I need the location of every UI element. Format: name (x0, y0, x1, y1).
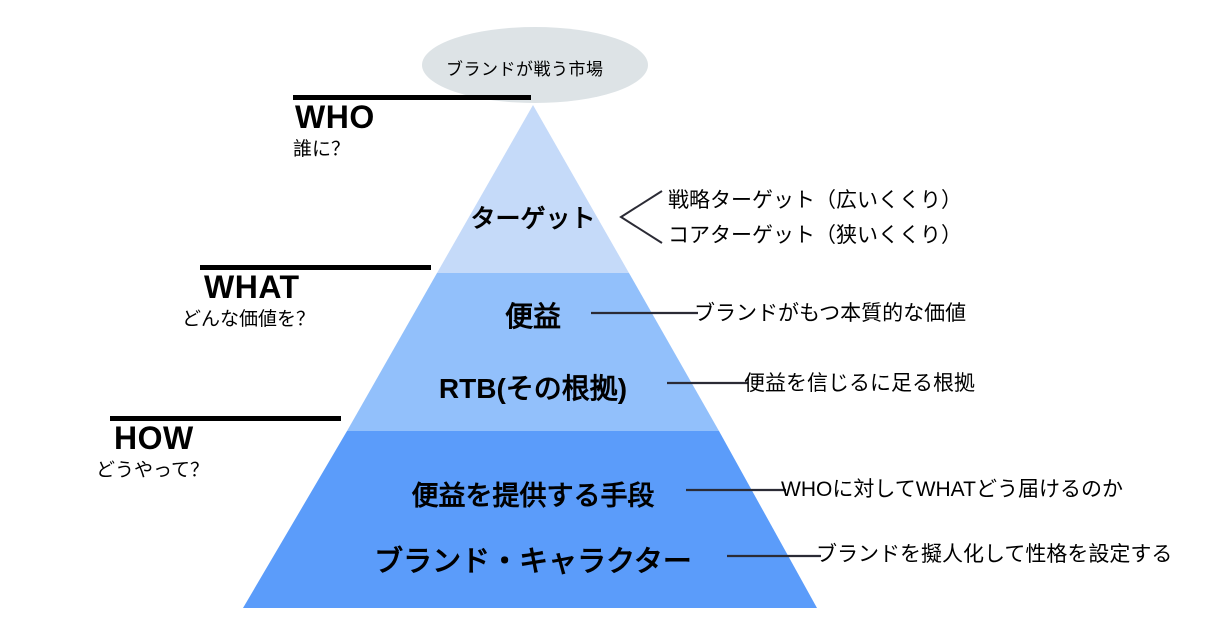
band-label-target: ターゲット (470, 205, 596, 233)
market-ellipse-label: ブランドが戦う市場 (446, 60, 604, 79)
who-label: WHO (295, 99, 375, 135)
what-label: WHAT (204, 269, 300, 305)
band-label-rtb: RTB(その根拠) (438, 373, 628, 404)
note-benefit: ブランドがもつ本質的な価値 (694, 302, 967, 325)
note-means: WHOに対してWHATどう届けるのか (781, 478, 1123, 501)
target-bracket-connector (619, 190, 663, 244)
band-label-benefit: 便益 (504, 301, 562, 332)
band-target (437, 105, 629, 273)
band-label-means: 便益を提供する手段 (411, 481, 655, 511)
note-rtb: 便益を信じるに足る根拠 (744, 372, 975, 395)
note-core-target: コアターゲット（狭いくくり） (668, 224, 962, 247)
how-sublabel: どうやって？ (96, 460, 210, 482)
note-strategic-target: 戦略ターゲット（広いくくり） (668, 189, 962, 212)
who-sublabel: 誰に？ (293, 139, 351, 161)
question-block-how: HOW どうやって？ (96, 416, 341, 484)
how-rule (110, 416, 341, 421)
who-rule (293, 95, 531, 100)
question-block-who: WHO 誰に？ (293, 95, 531, 163)
band-means-character (243, 431, 817, 608)
what-rule (200, 265, 431, 270)
how-label: HOW (114, 420, 194, 456)
question-block-what: WHAT どんな価値を？ (182, 265, 431, 333)
note-character: ブランドを擬人化して性格を設定する (816, 543, 1173, 566)
band-label-character: ブランド・キャラクター (374, 546, 692, 578)
market-ellipse (422, 27, 648, 103)
what-sublabel: どんな価値を？ (182, 309, 316, 331)
